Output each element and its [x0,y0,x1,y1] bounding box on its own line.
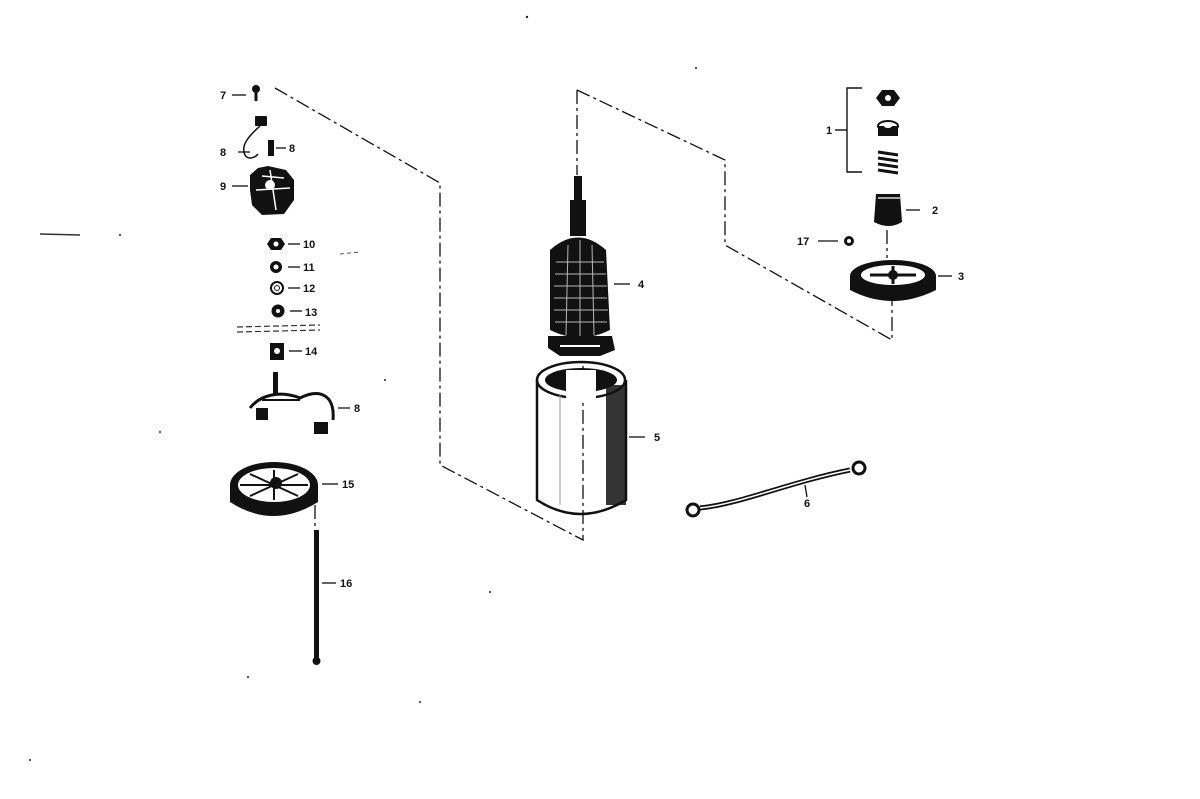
terminal-part-14 [270,343,302,360]
callout-12: 12 [303,283,315,295]
callout-8b: 8 [289,143,295,155]
callout-9: 9 [220,181,226,193]
callout-17: 17 [797,236,809,248]
field-brushes-part-8 [248,372,350,434]
small-nut-part-17 [818,236,854,246]
scan-specks [29,15,697,761]
callout-15: 15 [342,479,354,491]
brush-lead-part-8 [238,116,286,159]
drive-spring-part-1 [877,150,899,175]
bracket-group-1 [835,87,862,173]
through-bolt-part-16 [312,530,336,665]
callout-8c: 8 [354,403,360,415]
screw-part-7 [232,85,260,101]
callout-13: 13 [305,307,317,319]
assembly-lines [274,87,893,542]
washer-part-12 [270,281,300,295]
callout-11: 11 [303,262,315,274]
callout-8a: 8 [220,147,226,159]
callout-6: 6 [804,498,810,510]
callout-1: 1 [826,125,832,137]
drive-collar-part-1 [877,120,899,136]
end-cap-part-15 [230,462,338,516]
callout-16: 16 [340,578,352,590]
drive-nut-part-1 [876,90,900,106]
end-plate-part-3 [850,260,952,301]
drive-pinion-part-2 [874,194,920,226]
callout-3: 3 [958,271,964,283]
armature-part-4 [548,176,630,356]
washer-part-11 [270,261,300,273]
callout-5: 5 [654,432,660,444]
frame-housing-part-5 [535,360,645,516]
callout-14: 14 [305,346,318,358]
callout-10: 10 [303,239,315,251]
callout-2: 2 [932,205,938,217]
insulator-part-13 [271,304,302,318]
callout-4: 4 [638,279,645,291]
nut-part-10 [267,238,300,250]
brush-holder-part-9 [232,166,294,215]
callout-7: 7 [220,90,226,102]
cable-part-6 [685,460,867,518]
